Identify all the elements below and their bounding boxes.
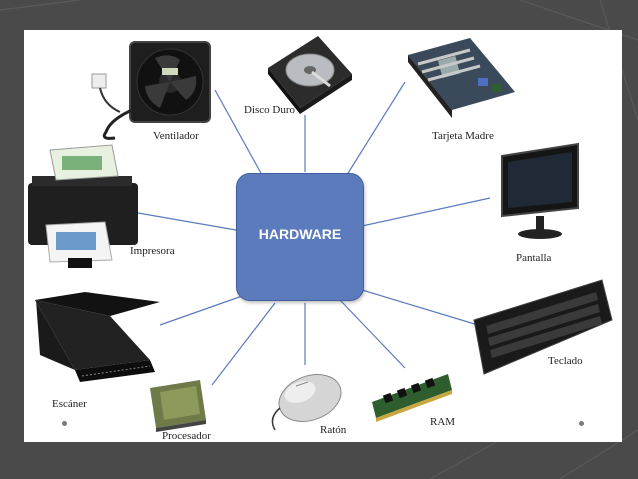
scanner-icon bbox=[35, 292, 160, 382]
printer-icon bbox=[28, 144, 138, 268]
connector-printer bbox=[137, 212, 237, 231]
connector-lines bbox=[137, 81, 491, 386]
label-fan: Ventilador bbox=[153, 130, 199, 142]
label-ram: RAM bbox=[430, 416, 456, 428]
connector-ram bbox=[339, 299, 406, 369]
ram-module-icon bbox=[372, 374, 452, 422]
hardware-hub: HARDWARE bbox=[236, 173, 364, 301]
connector-motherboard bbox=[344, 81, 406, 179]
cooling-fan-icon bbox=[91, 41, 211, 140]
label-motherboard: Tarjeta Madre bbox=[432, 130, 494, 142]
processor-chip-icon bbox=[150, 380, 206, 432]
hard-drive-icon bbox=[268, 36, 352, 114]
keyboard-icon bbox=[473, 279, 613, 375]
slide-bullet-right bbox=[579, 421, 584, 426]
monitor-icon bbox=[501, 142, 579, 239]
connector-fan bbox=[214, 89, 263, 176]
label-cpu: Procesador bbox=[162, 430, 211, 442]
motherboard-icon bbox=[408, 38, 515, 118]
mouse-icon bbox=[271, 374, 342, 431]
label-scanner: Escáner bbox=[52, 398, 87, 410]
label-monitor: Pantalla bbox=[516, 252, 552, 264]
connector-monitor bbox=[361, 197, 491, 227]
label-hdd: Disco Duro bbox=[244, 104, 296, 116]
hub-label: HARDWARE bbox=[258, 226, 342, 242]
connector-keyboard bbox=[361, 289, 479, 326]
label-mouse: Ratón bbox=[320, 424, 347, 436]
connector-scanner bbox=[159, 294, 246, 326]
connector-cpu bbox=[211, 302, 276, 386]
slide-bullet-left bbox=[62, 421, 67, 426]
label-printer: Impresora bbox=[130, 245, 175, 257]
label-keyboard: Teclado bbox=[548, 355, 583, 367]
